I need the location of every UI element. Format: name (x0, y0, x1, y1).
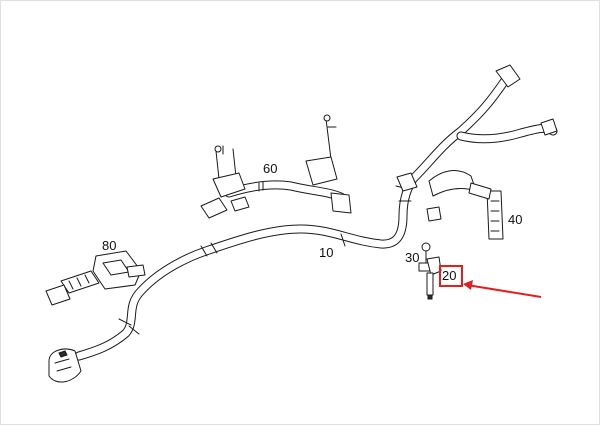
sensor-20-and-bolt-30 (418, 242, 442, 300)
branch-harness-60 (200, 114, 352, 219)
bracket-40 (396, 64, 558, 240)
pointer-arrow (463, 280, 542, 298)
callout-20-highlight (439, 265, 463, 287)
main-harness-10 (74, 74, 511, 361)
callout-20: 20 (442, 268, 457, 283)
connector-bracket-80 (45, 250, 146, 383)
callout-80: 80 (102, 238, 117, 253)
callout-30: 30 (405, 250, 420, 265)
callout-10: 10 (319, 245, 334, 260)
callout-60: 60 (263, 161, 278, 176)
callout-40: 40 (508, 212, 523, 227)
